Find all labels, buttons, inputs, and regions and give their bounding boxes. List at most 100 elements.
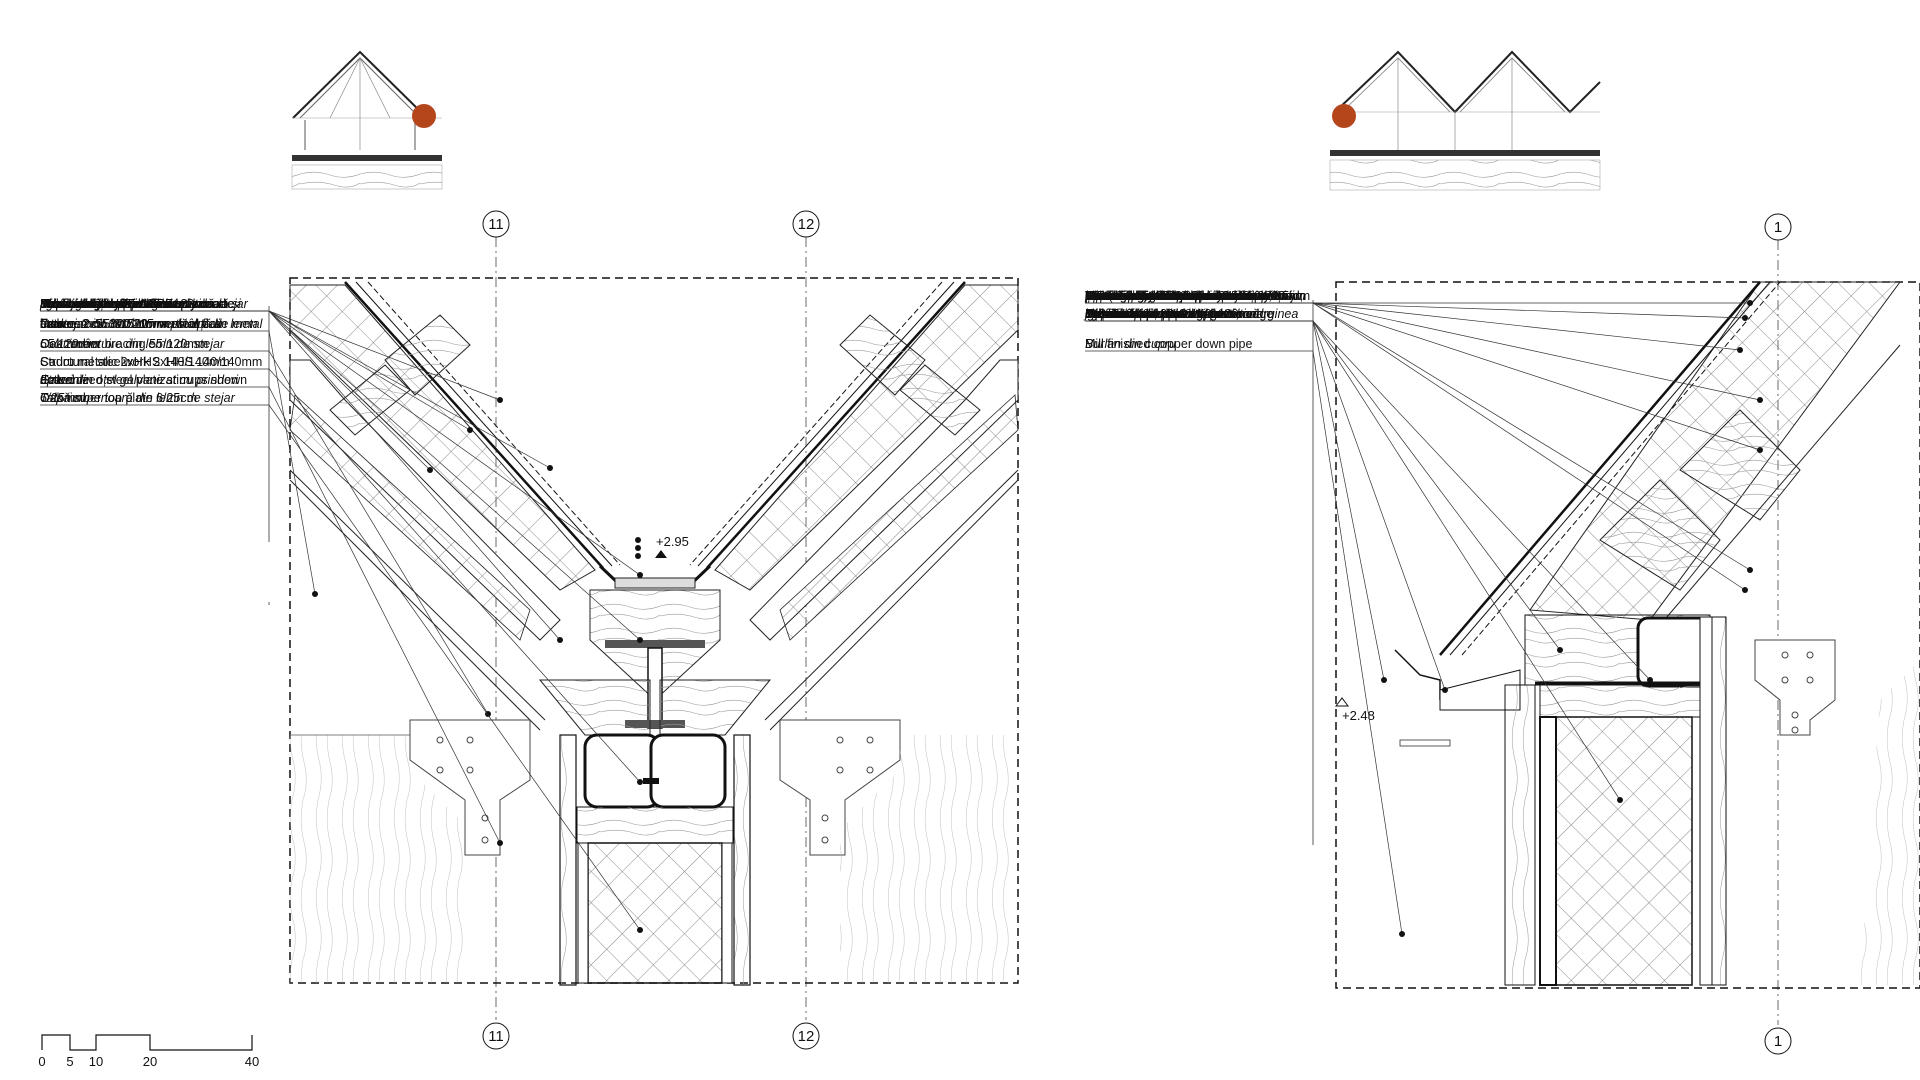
leader-dot (1742, 315, 1748, 321)
leader-line (40, 404, 641, 931)
annotation-line: Pazie din lemn de stejar (1085, 307, 1219, 321)
annotation-line: Oak counterbattens 24/48mm on roof (1085, 289, 1293, 303)
annotation-line: celuloză;15mm OSB (1085, 289, 1199, 303)
annotation-line: Contravântuire din lemn de stejar (40, 337, 225, 351)
axis-bubble-1-bottom (1764, 1027, 1792, 1055)
leader-dot (547, 465, 553, 471)
leader-line (40, 386, 501, 844)
leader-dot (1757, 447, 1763, 453)
annotation-line: Lipped copper to form gutter edge (1085, 307, 1273, 321)
annotation-line: între (40, 317, 65, 331)
scale-tick-40: 40 (245, 1054, 259, 1069)
annotation-line: Structural steelwork 2xHHS 140/140mm (40, 355, 262, 369)
annotation-line: Contrașipci din lemn de stejar 24/48mm (1085, 289, 1305, 303)
leader-line (1085, 320, 1651, 681)
annotation-line: 6/25mm (40, 391, 85, 405)
annotation-line: Oak timber bracing 55/120mm (40, 337, 208, 351)
annotation-line: timbers with 300/20mm steel flat (40, 317, 220, 331)
scale-bar: 0 5 10 20 40 (38, 1034, 259, 1069)
annotation-line: de stejar cu 300/20mm plăcuță de metal (40, 317, 264, 331)
annotation-line: Sealing layer - Breather membrane (1085, 289, 1280, 303)
leader-line (1085, 320, 1385, 681)
annotation-line: permeabilă la vapori (1084, 289, 1199, 303)
annotation-line: Structural steelwork IPE120mm (40, 297, 215, 311)
right-key-plan (1329, 40, 1601, 191)
scale-tick-5: 5 (66, 1054, 73, 1069)
axis-bubble-11-bottom (482, 1022, 510, 1050)
annotation-line: Membrană rezistentă la umezeală și (40, 297, 242, 311)
detail-location-marker-right (1332, 104, 1356, 128)
axis-bubble-11-top (482, 210, 510, 238)
annotation-line: Linden shingles 10mm (1085, 289, 1210, 303)
annotation-line: Termoizolație din vată bazaltică (1085, 307, 1259, 321)
annotation-line: aparente (40, 373, 89, 387)
leader-dot (1557, 647, 1563, 653)
annotation-line: Panou izolator structural:15mm placaj (1085, 289, 1295, 303)
leader-dot (1747, 300, 1753, 306)
annotation-line: brut de fag;250mm termoizolație din (1085, 289, 1284, 303)
leader-dot (1757, 397, 1763, 403)
annotation-line: Spumă pentru izolare acustică 20mm (1085, 289, 1291, 303)
leader-dot (467, 427, 473, 433)
axis-label-11-top: 11 (488, 216, 504, 233)
annotation-line: Cupru clipsat pentru a forma marginea (1085, 307, 1298, 321)
annotation-line: Mill-finished copper gutter (1085, 307, 1228, 321)
annotation-line: Piesă de racordare din lemn de stejar (40, 297, 249, 311)
annotation-line: Cadru: 2x55mm/315mm stâlpi din lemn (40, 317, 257, 331)
leader-dot (312, 591, 318, 597)
leader-dot (1747, 567, 1753, 573)
annotation-line: Mill-finished copper gutter (40, 297, 183, 311)
annotation-line: Basalt wool thermal insulation (40, 297, 205, 311)
annotation-line: metalic 140/120mm (1085, 307, 1194, 321)
annotation-line: jgheabului (1083, 307, 1143, 321)
annotation-line: Burlan din cupru (1085, 337, 1176, 351)
leader-dot (1737, 347, 1743, 353)
leader-dot (1442, 687, 1448, 693)
annotation-line: Membrană rezistentă la umezeală și (1085, 289, 1287, 303)
leader-line (1085, 320, 1446, 691)
annotation-line: Sealing layer - Breather membrane (40, 297, 235, 311)
annotation-line: 140x140mm; HHS 140x120mm (1085, 307, 1259, 321)
axis-label-12-top: 12 (798, 216, 815, 233)
annotation-line: panel (1085, 289, 1116, 303)
axis-label-11-bottom: 11 (488, 1028, 504, 1045)
annotation-line: 250mm recycled paper insulation; 15mm (1085, 289, 1310, 303)
detail-location-marker (412, 104, 436, 128)
leader-line (1085, 350, 1403, 935)
annotation-line: Jgheab din cupru (1084, 307, 1181, 321)
leader-line (40, 310, 641, 641)
leader-dot (637, 927, 643, 933)
leader-dot (1381, 677, 1387, 683)
annotation-line: Profil metalic IPE 120mm (40, 297, 180, 311)
leader-line (40, 368, 641, 783)
leader-line (1085, 302, 1746, 591)
leader-dot (1399, 931, 1405, 937)
annotation-line: Termoizolație din vată bazaltică (40, 297, 214, 311)
leader-dot (1742, 587, 1748, 593)
leader-dot (427, 467, 433, 473)
right-eaves-detail: 1 1 +2.48 (1335, 213, 1920, 1055)
scale-tick-0: 0 (38, 1054, 45, 1069)
leader-dot (637, 637, 643, 643)
annotation-line: 55/120mm (40, 337, 99, 351)
annotation-line: Galvanized steel plate stirrups shown (40, 373, 247, 387)
level-marker-left: +2.95 (656, 534, 689, 549)
annotation-line: Vapour control layer (1085, 289, 1196, 303)
axis-label-1-top: 1 (1774, 219, 1782, 236)
left-key-plan (291, 50, 443, 190)
axis-bubble-12-top (792, 210, 820, 238)
annotation-line: Șindrilă din lemn de tei 10mm (1085, 289, 1250, 303)
leader-dot (497, 397, 503, 403)
scale-tick-10: 10 (89, 1054, 103, 1069)
leader-dot (637, 572, 643, 578)
axis-bubble-12-bottom (792, 1022, 820, 1050)
annotation-line: Etrieri din oțel galvanizat cu prinderi (40, 373, 239, 387)
axis-bubble-1-top (1764, 213, 1792, 241)
annotation-line: Structural steelwork L-section (1085, 307, 1249, 321)
annotation-line: Placaj din lemn (40, 297, 125, 311)
annotation-line: 1.24x2.5m): 15mm raw beech plywood; (1085, 289, 1303, 303)
leader-dot (557, 637, 563, 643)
annotation-line: Roof oak timber fillet (40, 297, 154, 311)
